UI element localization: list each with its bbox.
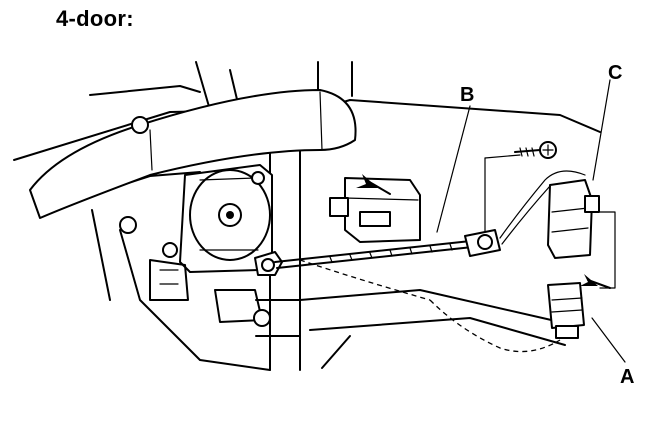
sensor-rod [274,229,501,269]
motor-assembly [119,116,273,327]
harness-wire [299,259,561,353]
diagram-heading: 4-door: [56,6,134,31]
callout-a: A [620,366,635,388]
screw-icon [514,141,557,159]
leader-lines [436,79,626,363]
callout-b: B [460,84,475,106]
sensor-connector [499,170,600,259]
harness-connector [547,274,611,339]
callout-c: C [608,62,623,84]
bracket-block [329,174,421,243]
